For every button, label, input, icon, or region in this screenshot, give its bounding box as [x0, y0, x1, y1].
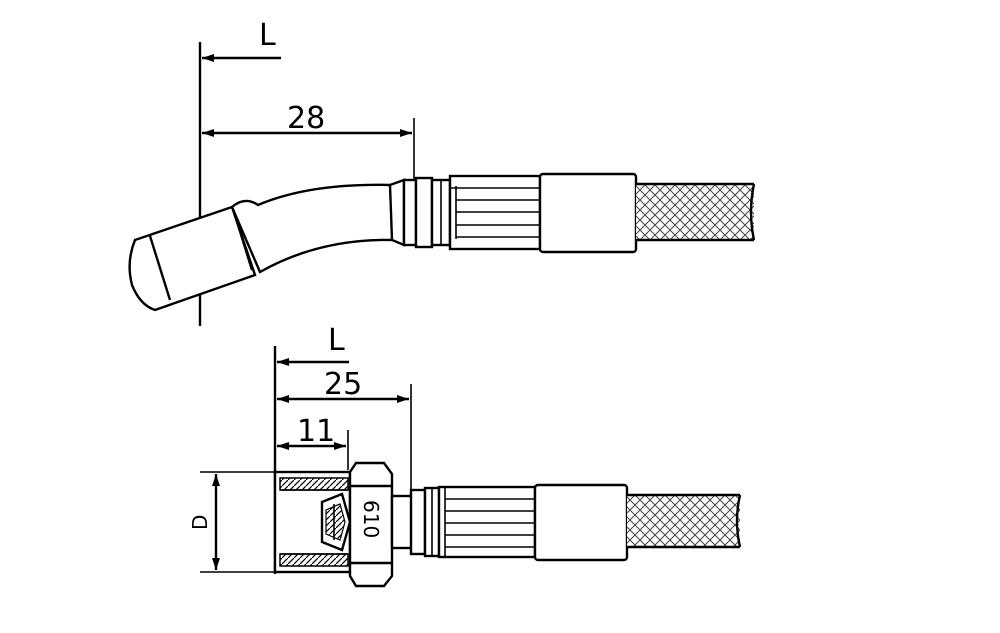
- bottom-dim-L-label: L: [328, 323, 345, 358]
- bottom-collar: [409, 486, 441, 558]
- top-sleeve-cover: [538, 172, 638, 254]
- bottom-nut-marking: 610: [359, 500, 383, 538]
- bottom-cone-seat: [320, 492, 352, 552]
- bottom-dim-25-label: 25: [324, 367, 362, 402]
- bottom-dim-11-label: 11: [297, 414, 335, 449]
- bottom-dim-D-label: D: [188, 515, 212, 530]
- bottom-crimp-sleeve: [437, 485, 537, 559]
- top-braided-hose: [636, 182, 756, 242]
- bottom-dim-D: D: [188, 471, 275, 573]
- bottom-dim-11: 11: [277, 414, 346, 450]
- top-angled-tip: [128, 205, 257, 312]
- top-dim-L: L: [202, 18, 281, 62]
- top-dim-28: 28: [202, 101, 415, 245]
- bottom-neck: [390, 494, 414, 550]
- top-dim-28-label: 28: [287, 101, 325, 136]
- top-dim-L-label: L: [259, 18, 276, 53]
- top-bent-neck: [230, 183, 397, 274]
- top-collar: [388, 176, 452, 249]
- top-fitting: L 28: [128, 18, 756, 326]
- bottom-braided-hose: [627, 493, 742, 549]
- top-crimp-sleeve: [448, 174, 542, 251]
- bottom-hex-nut: 610: [348, 461, 394, 588]
- bottom-sleeve-cover: [533, 483, 629, 562]
- bottom-dim-L: L: [277, 323, 349, 366]
- bottom-fitting: L 25 11 D: [188, 323, 742, 588]
- bottom-dim-25: 25: [277, 367, 409, 403]
